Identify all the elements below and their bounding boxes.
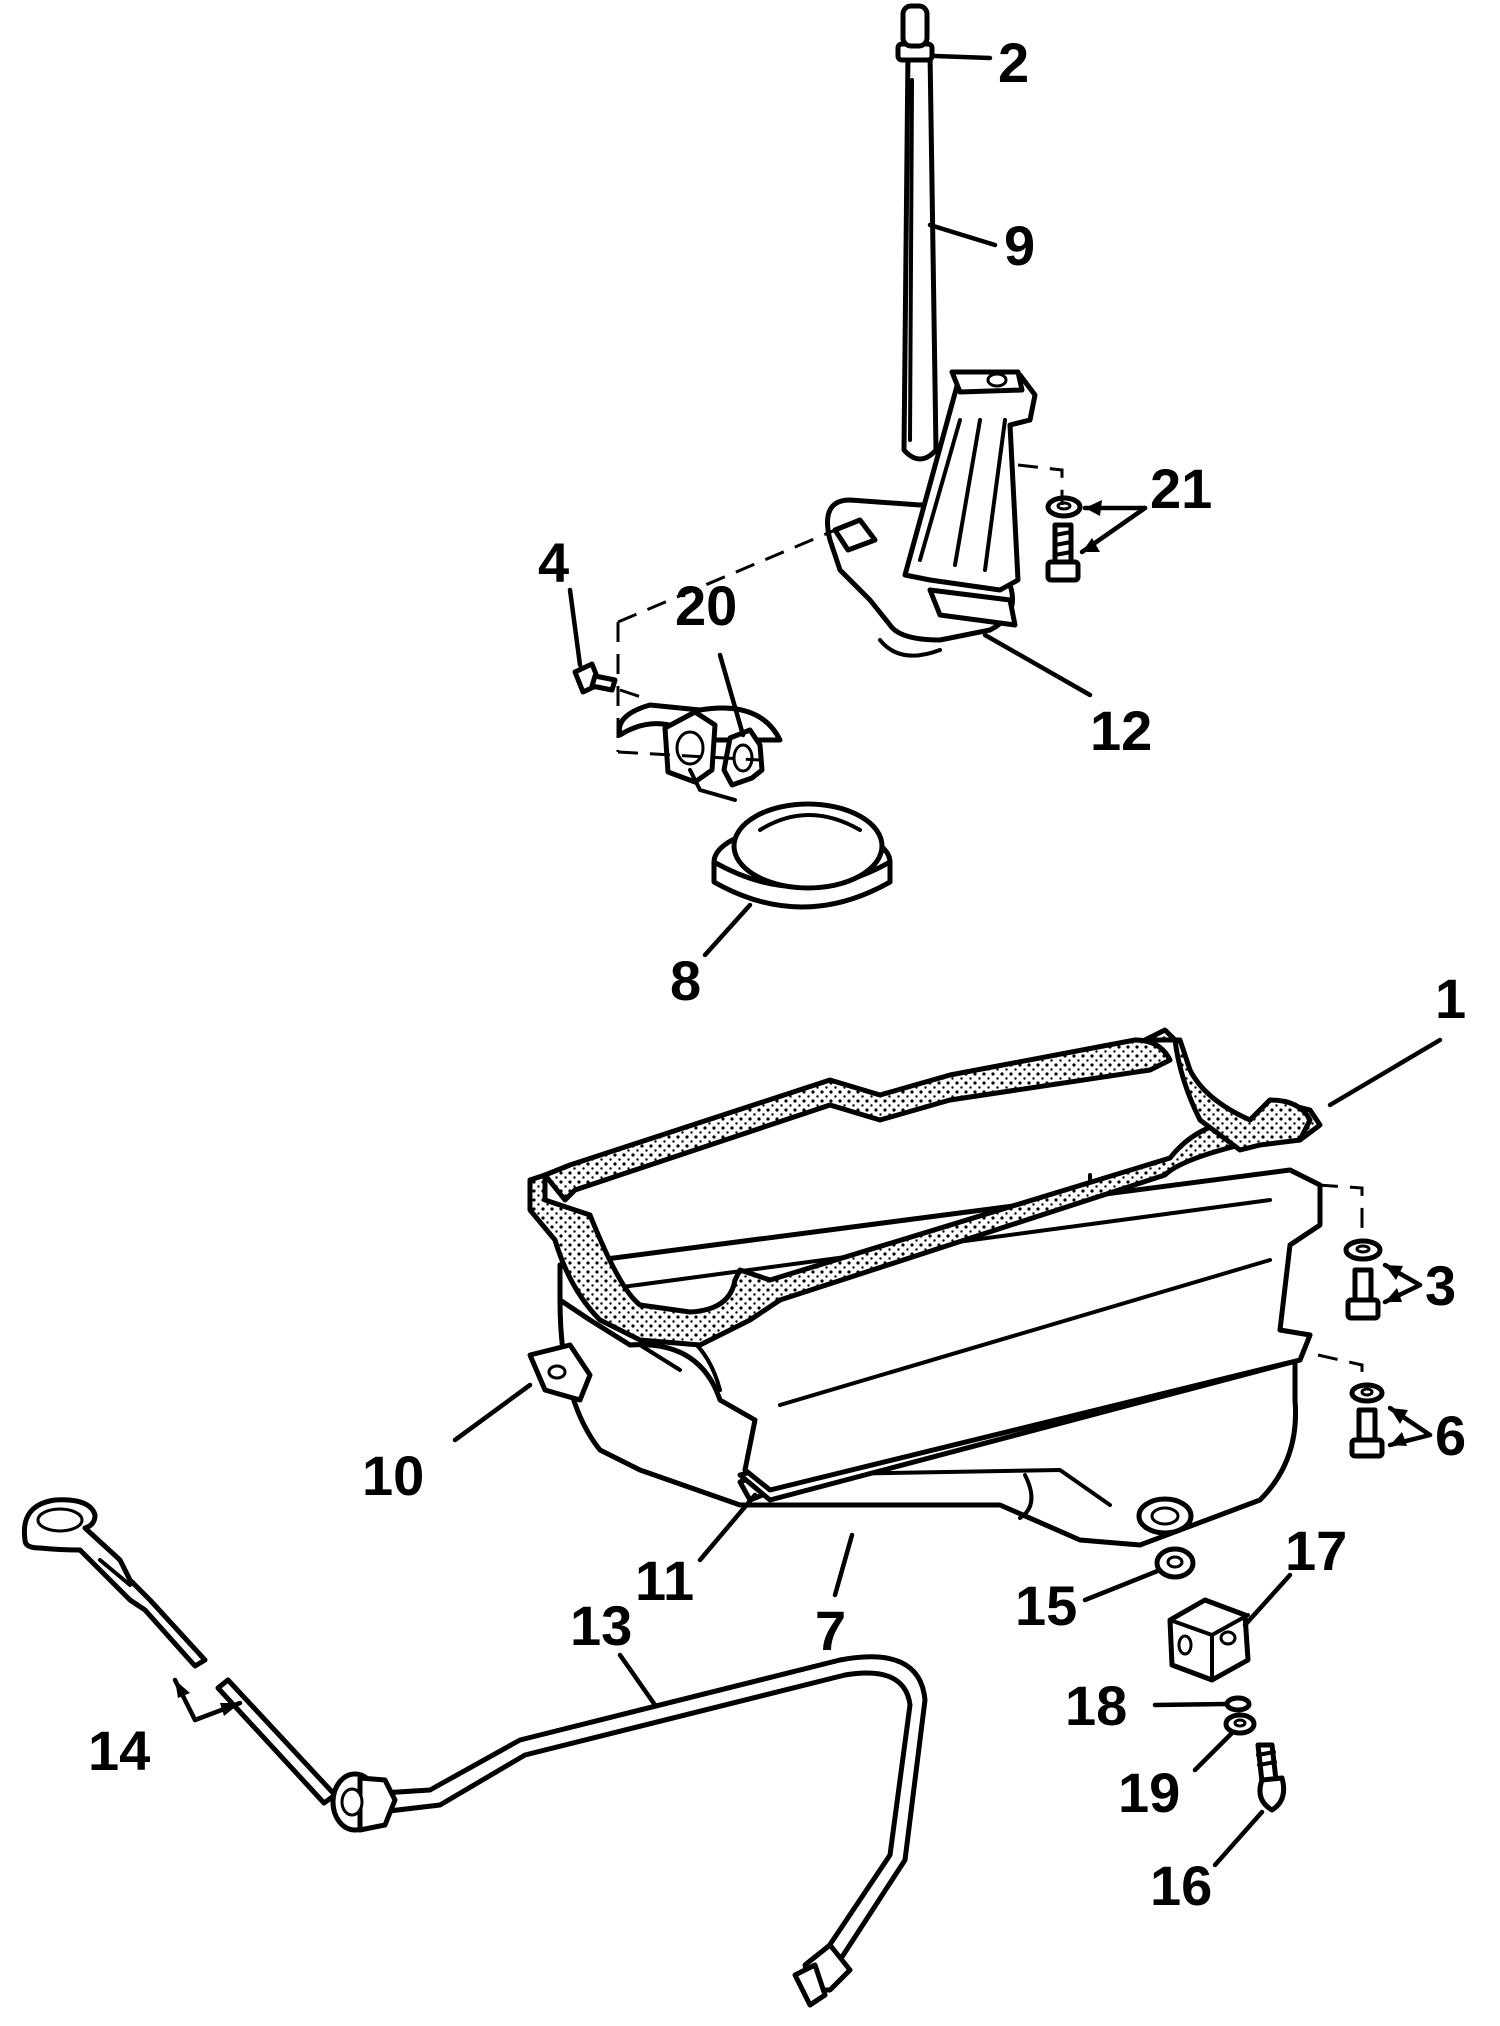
callout-18: 18 (1065, 1674, 1127, 1737)
shaft-collar (895, 3, 935, 63)
drain-gasket (1223, 1712, 1257, 1736)
drain-plug (1255, 1742, 1287, 1813)
oil-pump (825, 369, 1038, 658)
callout-10: 10 (362, 1444, 424, 1507)
callout-11: 11 (635, 1549, 694, 1612)
callout-8: 8 (670, 949, 701, 1012)
pump-washer (1045, 495, 1083, 519)
callout-13: 13 (570, 1594, 632, 1657)
pan-gasket (527, 1027, 1323, 1348)
callout-7: 7 (815, 1599, 846, 1662)
pan-bolt (1345, 1267, 1381, 1321)
callout-12: 12 (1090, 699, 1152, 762)
callout-14: 14 (88, 1719, 150, 1782)
oil-pickup-screen (616, 702, 893, 910)
callout-3: 3 (1425, 1254, 1456, 1317)
pump-bolt (1045, 522, 1081, 583)
callout-labels: 2 9 21 4 20 12 8 1 3 6 10 11 7 15 17 13 … (88, 31, 1466, 1917)
callout-21: 21 (1150, 457, 1212, 520)
callout-20: 20 (675, 574, 737, 637)
pickup-gasket (721, 727, 765, 788)
callout-16: 16 (1150, 1854, 1212, 1917)
callout-19: 19 (1118, 1761, 1180, 1824)
dipstick (21, 1497, 338, 1806)
callout-4: 4 (538, 531, 569, 594)
leader-arrowheads (175, 500, 1408, 1716)
callout-15: 15 (1015, 1574, 1077, 1637)
callout-2: 2 (998, 31, 1029, 94)
pickup-flange (662, 709, 737, 802)
rail-washer (1349, 1382, 1385, 1404)
pickup-bolt (572, 661, 618, 695)
drain-washer (1154, 1546, 1196, 1580)
pan-washer (1343, 1238, 1383, 1262)
pump-driveshaft (901, 49, 939, 462)
alignment-lines (616, 463, 1364, 1390)
callout-1: 1 (1435, 967, 1466, 1030)
drain-adapter-block (1167, 1597, 1251, 1683)
callout-17: 17 (1285, 1519, 1347, 1582)
drain-seal (1224, 1695, 1252, 1713)
leader-lines (172, 53, 1443, 1868)
callout-6: 6 (1435, 1404, 1466, 1467)
rail-bolt (1349, 1407, 1385, 1459)
dipstick-tube (330, 1654, 928, 2008)
callout-9: 9 (1004, 214, 1035, 277)
